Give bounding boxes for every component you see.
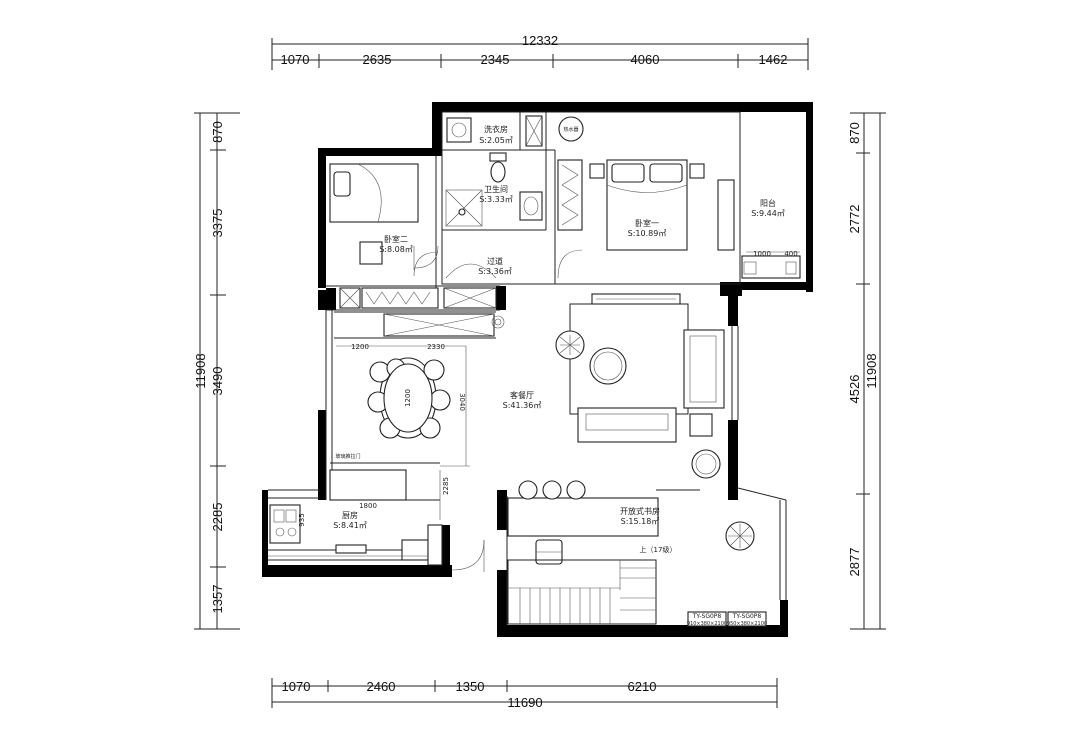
bathroom-name: 卫生间 <box>484 184 508 194</box>
double-bed-icon <box>589 159 735 251</box>
dining-table-icon: 1200 <box>367 357 451 439</box>
bedroom2-area: S:8.08㎡ <box>379 245 413 254</box>
balcony-area: S:9.44㎡ <box>751 209 785 218</box>
walls <box>262 102 813 637</box>
tv-cabinets: TY-SG0P8 910×380×2100 TY-SG0P8 950×380×2… <box>687 611 767 627</box>
laundry-name: 洗衣房 <box>484 124 508 134</box>
sliding-door-label: 玻璃推拉门 <box>335 453 360 460</box>
tv-model-2: TY-SG0P8 <box>732 613 762 620</box>
left-dim-4: 2285 <box>210 503 225 532</box>
bottom-dimensions: 1070 2460 1350 6210 11690 <box>271 678 778 710</box>
balcony-name: 阳台 <box>760 198 776 208</box>
dining-dim: 1200 <box>404 389 412 407</box>
shower-icon <box>445 189 483 227</box>
kitchen-fixtures: 1800 935 玻璃推拉门 <box>268 453 443 566</box>
living-area: S:41.36㎡ <box>503 401 542 410</box>
top-total-dim: 12332 <box>522 33 558 48</box>
right-dim-2: 2772 <box>847 205 862 234</box>
top-dim-4: 4060 <box>631 52 660 67</box>
kitchen-area: S:8.41㎡ <box>333 521 367 530</box>
right-dim-3: 4526 <box>847 375 862 404</box>
bottom-dim-4: 6210 <box>628 679 657 694</box>
wardrobe-icon <box>557 159 583 231</box>
dim-2285: 2285 <box>442 477 450 495</box>
interior-dimensions: 1200 2330 3040 2285 <box>336 343 470 520</box>
left-dim-2: 3375 <box>210 209 225 238</box>
tv-size-1: 910×380×2100 <box>687 621 727 627</box>
bottom-dim-1: 1070 <box>282 679 311 694</box>
left-dim-1: 870 <box>210 121 225 143</box>
partitions <box>268 111 787 625</box>
bedroom1-area: S:10.89㎡ <box>628 229 667 238</box>
bottom-total-dim: 11690 <box>507 695 542 710</box>
water-heater-icon: 热水器 <box>558 116 584 142</box>
stairs-icon: 上（17级） <box>507 545 677 625</box>
dim-935: 935 <box>298 513 306 526</box>
living-name: 客餐厅 <box>510 390 534 400</box>
sink-icon <box>519 191 543 221</box>
sofa-set-icon <box>555 293 725 443</box>
balcony-dim-400: 400 <box>784 250 797 258</box>
kitchen-name: 厨房 <box>342 510 358 520</box>
hallway-name: 过道 <box>487 256 503 266</box>
lounge-chair-icon <box>725 521 755 551</box>
water-heater-label: 热水器 <box>563 126 578 133</box>
room-labels: 洗衣房 S:2.05㎡ 卫生间 S:3.33㎡ 卧室二 S:8.08㎡ 过道 S… <box>333 124 785 530</box>
top-dim-5: 1462 <box>759 52 788 67</box>
bedroom1-name: 卧室一 <box>635 218 659 228</box>
left-dim-5: 1357 <box>210 585 225 614</box>
right-dim-4: 2877 <box>847 548 862 577</box>
study-area: S:15.18㎡ <box>621 517 660 526</box>
entry-door-icon <box>451 539 485 572</box>
right-dim-1: 870 <box>847 122 862 144</box>
hallway-area: S:3.36㎡ <box>478 267 512 276</box>
tv-size-2: 950×380×2100 <box>727 621 767 627</box>
top-dim-2: 2635 <box>363 52 392 67</box>
bottom-dim-2: 2460 <box>367 679 396 694</box>
balcony-dim-1000: 1000 <box>753 250 771 258</box>
right-total-dim: 11908 <box>864 353 879 388</box>
stairs-label: 上（17级） <box>640 545 677 554</box>
bar-counter-icon <box>507 480 659 565</box>
toilet-icon <box>489 152 507 183</box>
top-dim-1: 1070 <box>281 52 310 67</box>
bathroom-area: S:3.33㎡ <box>479 195 513 204</box>
tv-model-1: TY-SG0P8 <box>692 613 722 620</box>
dim-1200: 1200 <box>351 343 369 351</box>
top-dim-3: 2345 <box>481 52 510 67</box>
washing-machine-icon <box>446 115 543 147</box>
laundry-area: S:2.05㎡ <box>479 136 513 145</box>
dim-2330: 2330 <box>427 343 445 351</box>
left-total-dim: 11908 <box>193 353 208 388</box>
dim-3040: 3040 <box>458 393 466 411</box>
right-dimensions: 870 2772 4526 2877 11908 <box>847 112 886 630</box>
dim-1800: 1800 <box>359 502 377 510</box>
balcony-sink-icon: 1000 400 <box>741 250 801 279</box>
side-table-icon <box>691 449 721 479</box>
bedroom2-name: 卧室二 <box>384 234 408 244</box>
plant-icon <box>491 315 505 329</box>
left-dimensions: 11908 870 3375 3490 2285 1357 <box>193 112 240 630</box>
left-dim-3: 3490 <box>210 367 225 396</box>
top-dimensions: 12332 1070 2635 2345 4060 1462 <box>271 33 809 70</box>
corridor-cabinets <box>339 249 583 337</box>
study-name: 开放式书房 <box>620 506 660 516</box>
single-bed-icon <box>329 163 439 270</box>
bottom-dim-3: 1350 <box>456 679 485 694</box>
